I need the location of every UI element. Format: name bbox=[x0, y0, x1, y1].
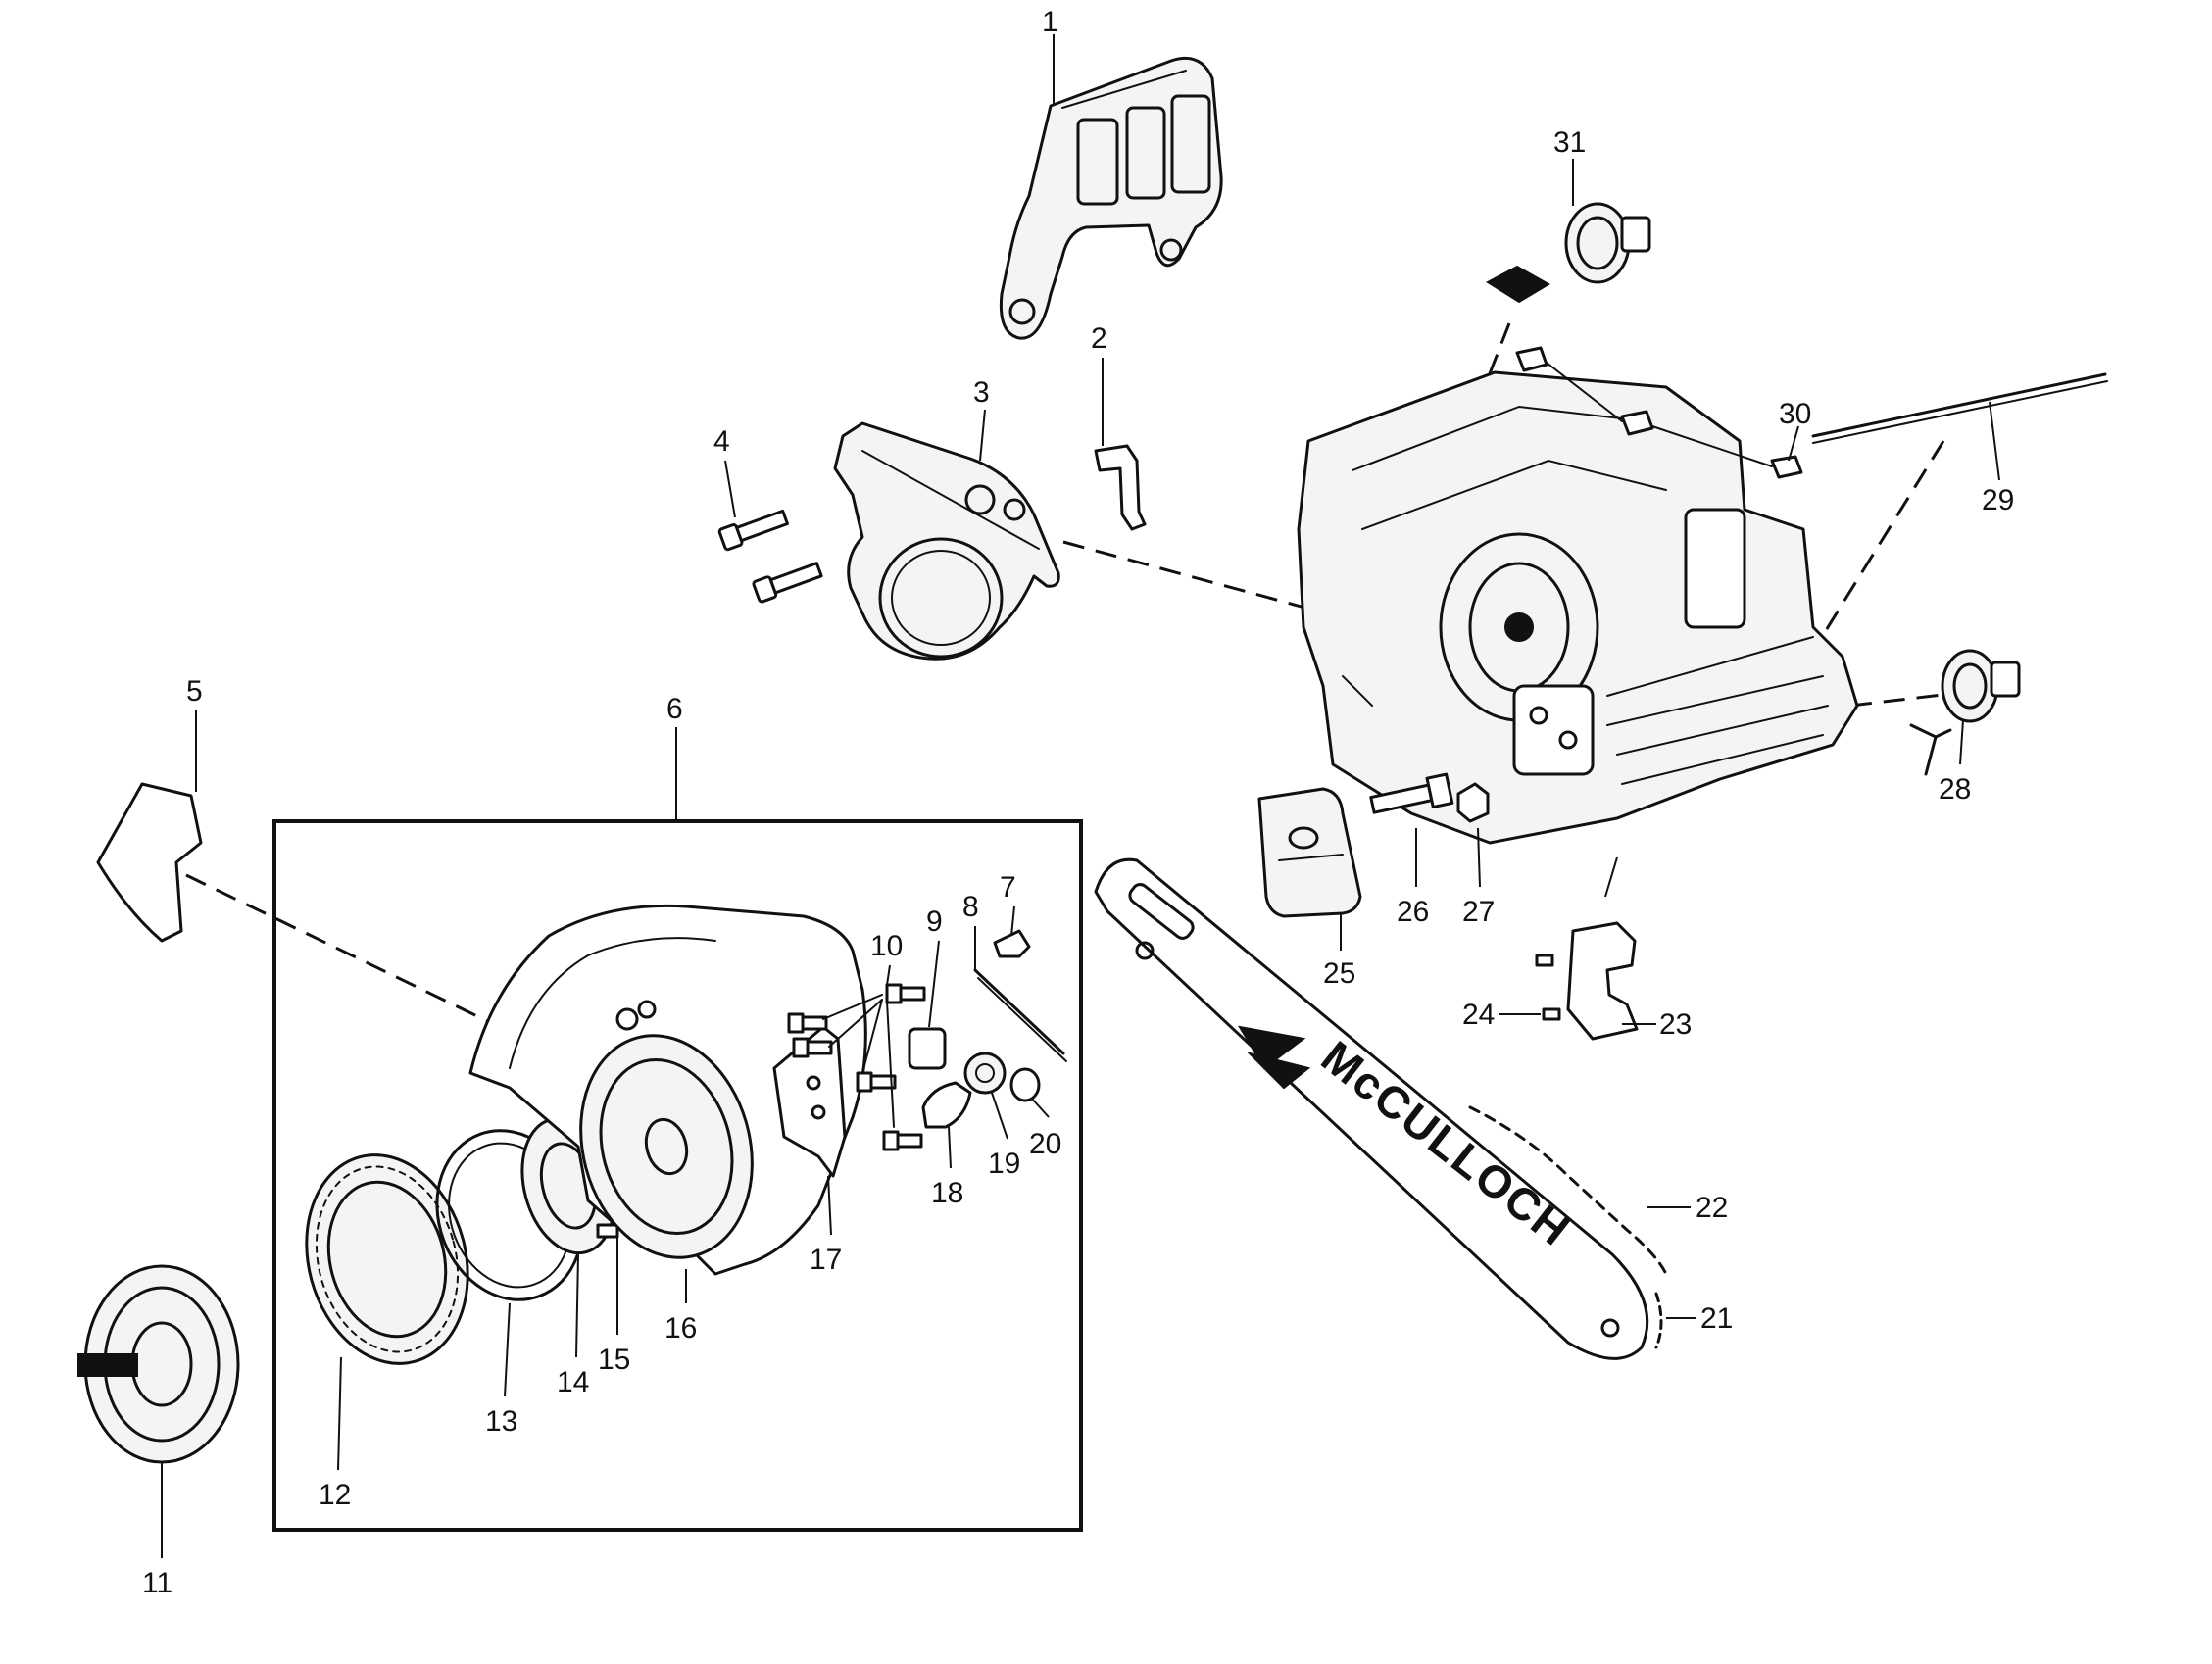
label-part-5: 5 bbox=[186, 675, 203, 708]
rod-part bbox=[1811, 372, 2108, 444]
label-part-20: 20 bbox=[1029, 1128, 1061, 1160]
oil-cap-part bbox=[1909, 649, 2021, 776]
label-part-28: 28 bbox=[1939, 773, 1971, 806]
brake-band-assembly bbox=[833, 421, 1060, 661]
cap-part bbox=[77, 1264, 240, 1464]
label-part-13: 13 bbox=[485, 1405, 517, 1438]
leader-lines bbox=[161, 34, 2000, 1558]
guide-bar-part: McCULLOCH bbox=[1094, 857, 1649, 1360]
label-part-16: 16 bbox=[664, 1312, 697, 1345]
label-part-12: 12 bbox=[319, 1479, 351, 1511]
screw-10d bbox=[856, 1071, 897, 1093]
screws-part bbox=[717, 509, 823, 604]
label-part-19: 19 bbox=[988, 1148, 1020, 1180]
small-hardware bbox=[787, 929, 1067, 1151]
label-part-4: 4 bbox=[713, 425, 730, 458]
label-part-22: 22 bbox=[1696, 1192, 1728, 1224]
label-part-23: 23 bbox=[1659, 1008, 1692, 1041]
label-part-17: 17 bbox=[810, 1244, 842, 1276]
label-part-8: 8 bbox=[962, 891, 979, 923]
decal-part bbox=[96, 782, 203, 943]
label-part-31: 31 bbox=[1553, 126, 1586, 159]
chain-catcher-bracket bbox=[1094, 444, 1147, 531]
screw-10c bbox=[885, 983, 926, 1004]
nut-part bbox=[1456, 782, 1490, 823]
assembly-box bbox=[272, 819, 1083, 1532]
label-part-27: 27 bbox=[1462, 896, 1495, 928]
label-part-11: 11 bbox=[142, 1567, 172, 1599]
label-part-26: 26 bbox=[1397, 896, 1429, 928]
label-part-9: 9 bbox=[926, 905, 943, 938]
label-part-7: 7 bbox=[1000, 871, 1016, 904]
rim-sprocket-part bbox=[305, 1153, 469, 1365]
assembly-dashed-lines bbox=[185, 322, 1951, 1051]
label-part-21: 21 bbox=[1700, 1302, 1733, 1335]
label-part-1: 1 bbox=[1042, 6, 1058, 38]
fuel-cap-part bbox=[1486, 202, 1651, 304]
label-part-29: 29 bbox=[1982, 484, 2014, 516]
saw-chain-part bbox=[1468, 1105, 1668, 1349]
label-part-25: 25 bbox=[1323, 957, 1355, 990]
label-part-30: 30 bbox=[1779, 398, 1811, 430]
label-part-2: 2 bbox=[1091, 322, 1107, 355]
label-part-10: 10 bbox=[870, 930, 903, 962]
label-part-3: 3 bbox=[973, 376, 990, 409]
engine-housing bbox=[1297, 370, 1859, 845]
label-part-24: 24 bbox=[1462, 999, 1495, 1031]
label-part-15: 15 bbox=[598, 1344, 630, 1376]
label-part-18: 18 bbox=[931, 1177, 963, 1209]
screw-10a bbox=[787, 1012, 828, 1034]
screw-10e bbox=[882, 1130, 923, 1151]
screw-10b bbox=[792, 1037, 833, 1058]
side-cover-part bbox=[468, 904, 867, 1276]
bolt-part bbox=[1369, 772, 1454, 814]
bumper-plate-part bbox=[1535, 921, 1639, 1041]
clips-part bbox=[1515, 346, 1803, 479]
bar-plate-part bbox=[1257, 787, 1362, 918]
label-part-6: 6 bbox=[666, 693, 683, 725]
hand-guard-part bbox=[999, 56, 1223, 340]
part-labels: 1 2 3 4 5 6 7 8 9 10 11 12 13 14 15 16 1… bbox=[142, 6, 2014, 1599]
label-part-14: 14 bbox=[557, 1366, 589, 1398]
